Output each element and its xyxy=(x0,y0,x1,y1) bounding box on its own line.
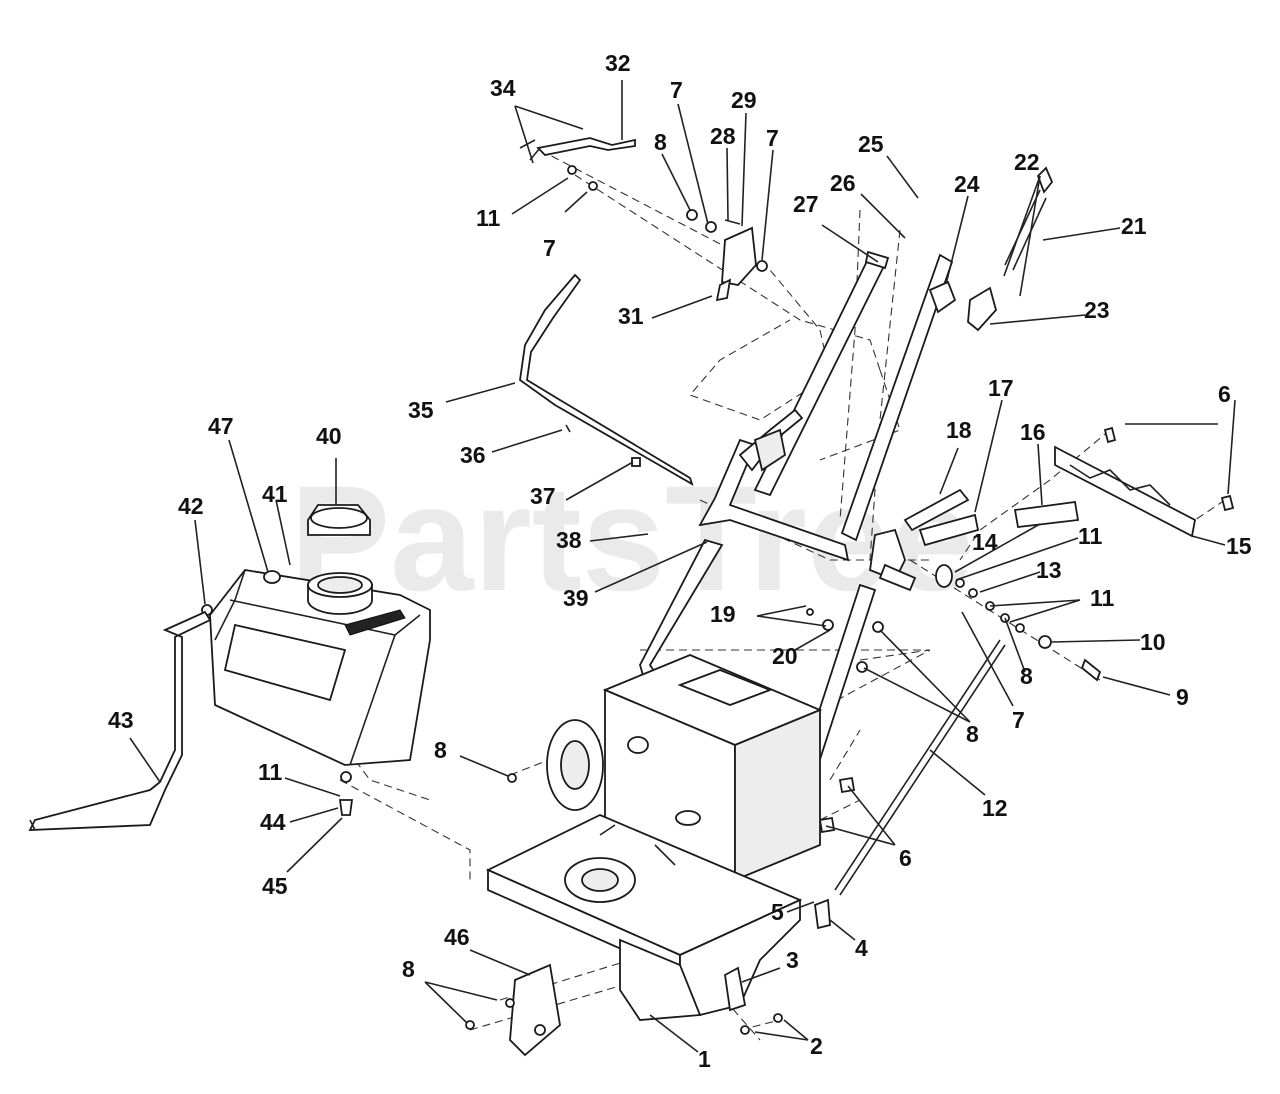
callout-39: 39 xyxy=(563,585,589,611)
callout-29: 29 xyxy=(731,87,757,113)
shift-lever-23 xyxy=(967,286,997,332)
callout-38: 38 xyxy=(556,527,582,553)
frame-lower-plate xyxy=(619,938,702,1021)
callout-19: 19 xyxy=(710,601,736,627)
callout-46: 46 xyxy=(444,924,470,950)
handle-cap-27 xyxy=(864,250,890,270)
bushing-3 xyxy=(724,966,747,1012)
shift-rod-35 xyxy=(519,273,694,486)
callout-11: 11 xyxy=(1078,523,1103,549)
callout-18: 18 xyxy=(946,417,972,443)
grip-17 xyxy=(918,513,980,547)
callout-10: 10 xyxy=(1140,629,1166,655)
control-rod-assembly xyxy=(519,137,768,486)
washer-11-top xyxy=(567,165,577,175)
callout-7: 7 xyxy=(543,235,556,261)
frame-side xyxy=(734,708,821,882)
bracket-29 xyxy=(721,226,757,286)
callout-13: 13 xyxy=(1036,557,1062,583)
tank-window xyxy=(223,623,347,702)
callout-27: 27 xyxy=(793,191,819,217)
callout-7: 7 xyxy=(766,125,779,151)
callout-40: 40 xyxy=(316,423,342,449)
tank-label xyxy=(344,609,406,636)
callout-8: 8 xyxy=(966,721,979,747)
upper-handle xyxy=(698,166,1235,682)
cable-end-21 xyxy=(1036,166,1054,194)
callout-25: 25 xyxy=(858,131,884,157)
callout-28: 28 xyxy=(710,123,736,149)
spring-31 xyxy=(715,278,732,302)
handle-pivot xyxy=(869,528,906,582)
callout-12: 12 xyxy=(982,795,1008,821)
callout-5: 5 xyxy=(771,899,784,925)
plate-15 xyxy=(1054,445,1197,538)
callout-9: 9 xyxy=(1176,684,1189,710)
callout-8: 8 xyxy=(654,129,667,155)
callout-42: 42 xyxy=(178,493,204,519)
callout-34: 34 xyxy=(490,75,516,101)
callout-35: 35 xyxy=(408,397,434,423)
callout-14: 14 xyxy=(972,529,998,555)
callout-17: 17 xyxy=(988,375,1014,401)
chassis-frame xyxy=(465,654,823,1057)
callout-labels: 32 34 7 29 8 28 7 25 22 26 24 11 27 21 7… xyxy=(108,50,1252,1072)
callout-11: 11 xyxy=(258,759,283,785)
callout-23: 23 xyxy=(1084,297,1110,323)
callout-8: 8 xyxy=(402,956,415,982)
callout-6: 6 xyxy=(1218,381,1231,407)
grip-18 xyxy=(903,488,970,532)
callout-7: 7 xyxy=(670,77,683,103)
callout-41: 41 xyxy=(262,481,288,507)
bolt-45 xyxy=(338,799,354,816)
vent-47 xyxy=(263,570,281,584)
clip-37 xyxy=(631,457,641,467)
grip-16 xyxy=(1013,500,1080,528)
callout-3: 3 xyxy=(786,947,799,973)
leader-lines xyxy=(129,80,1236,1053)
handle-crossbar xyxy=(698,438,850,562)
callout-43: 43 xyxy=(108,707,134,733)
callout-32: 32 xyxy=(605,50,631,76)
callout-4: 4 xyxy=(855,935,868,961)
callout-44: 44 xyxy=(260,809,286,835)
callout-15: 15 xyxy=(1226,533,1252,559)
ferrule-4 xyxy=(814,898,831,930)
callout-37: 37 xyxy=(530,483,556,509)
callout-2: 2 xyxy=(810,1033,823,1059)
callout-22: 22 xyxy=(1014,149,1040,175)
callout-45: 45 xyxy=(262,873,288,899)
callout-11: 11 xyxy=(476,205,501,231)
washer-14 xyxy=(935,564,953,588)
callout-20: 20 xyxy=(772,643,798,669)
lever-32 xyxy=(536,137,636,156)
callout-1: 1 xyxy=(698,1046,711,1072)
callout-21: 21 xyxy=(1121,213,1147,239)
callout-24: 24 xyxy=(954,171,980,197)
fuel-line-43 xyxy=(28,610,212,831)
callout-26: 26 xyxy=(830,170,856,196)
callout-16: 16 xyxy=(1020,419,1046,445)
callout-31: 31 xyxy=(618,303,644,329)
switch-24 xyxy=(928,280,957,314)
callout-8: 8 xyxy=(1020,663,1033,689)
fuel-tank-assembly xyxy=(28,504,431,831)
callout-47: 47 xyxy=(208,413,234,439)
callout-7: 7 xyxy=(1012,707,1025,733)
bracket-46 xyxy=(509,963,561,1057)
callout-36: 36 xyxy=(460,442,486,468)
callout-11: 11 xyxy=(1090,585,1115,611)
callout-6: 6 xyxy=(899,845,912,871)
callout-8: 8 xyxy=(434,737,447,763)
lever-grip xyxy=(753,428,787,472)
bolt-9 xyxy=(1080,658,1102,682)
